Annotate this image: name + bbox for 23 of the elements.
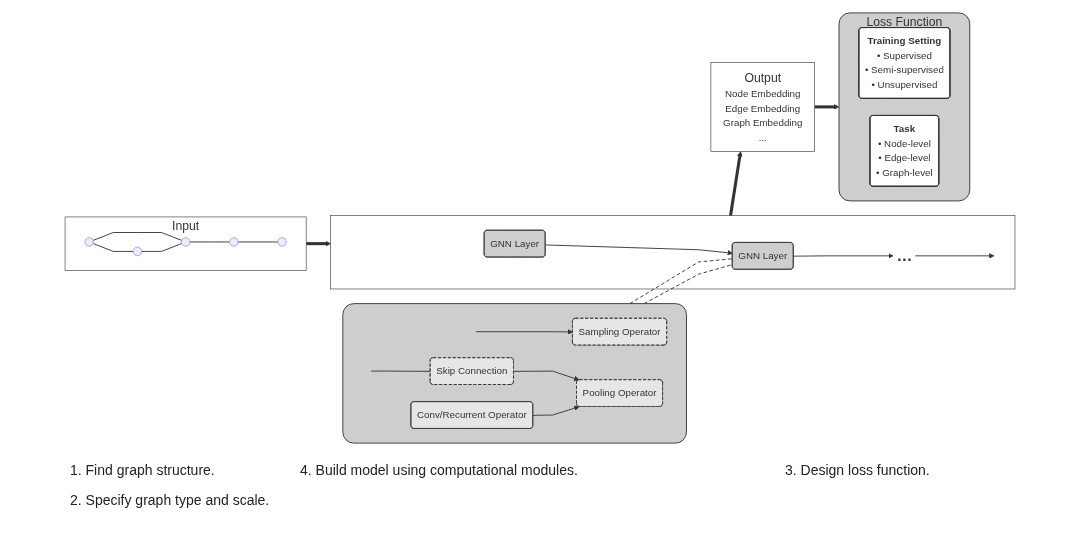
connector: [141, 243, 183, 252]
arrow: [814, 104, 840, 110]
connector: [370, 370, 431, 372]
node-circle: [277, 237, 287, 247]
cluster: [330, 215, 1016, 290]
step-note: 4. Build model using computational modules.: [300, 462, 578, 478]
connector: [92, 232, 183, 241]
node-circle: [132, 246, 142, 256]
step-note: 3. Design loss function.: [785, 462, 930, 478]
step-note: 1. Find graph structure.: [70, 462, 215, 478]
node-text: …: [896, 246, 913, 265]
cluster: [342, 303, 687, 444]
node-circle: [229, 237, 239, 247]
arrow: [729, 151, 743, 216]
node-circle: [181, 237, 191, 247]
connector: [643, 264, 733, 305]
connector: [629, 258, 733, 305]
connector: [92, 243, 134, 252]
step-note: 2. Specify graph type and scale.: [70, 492, 270, 508]
node-circle: [84, 237, 94, 247]
node-box: Output Node Embedding Edge Embedding Graph Embedding ...: [710, 62, 815, 152]
arrow: [306, 240, 331, 247]
cluster: Input: [64, 216, 307, 271]
